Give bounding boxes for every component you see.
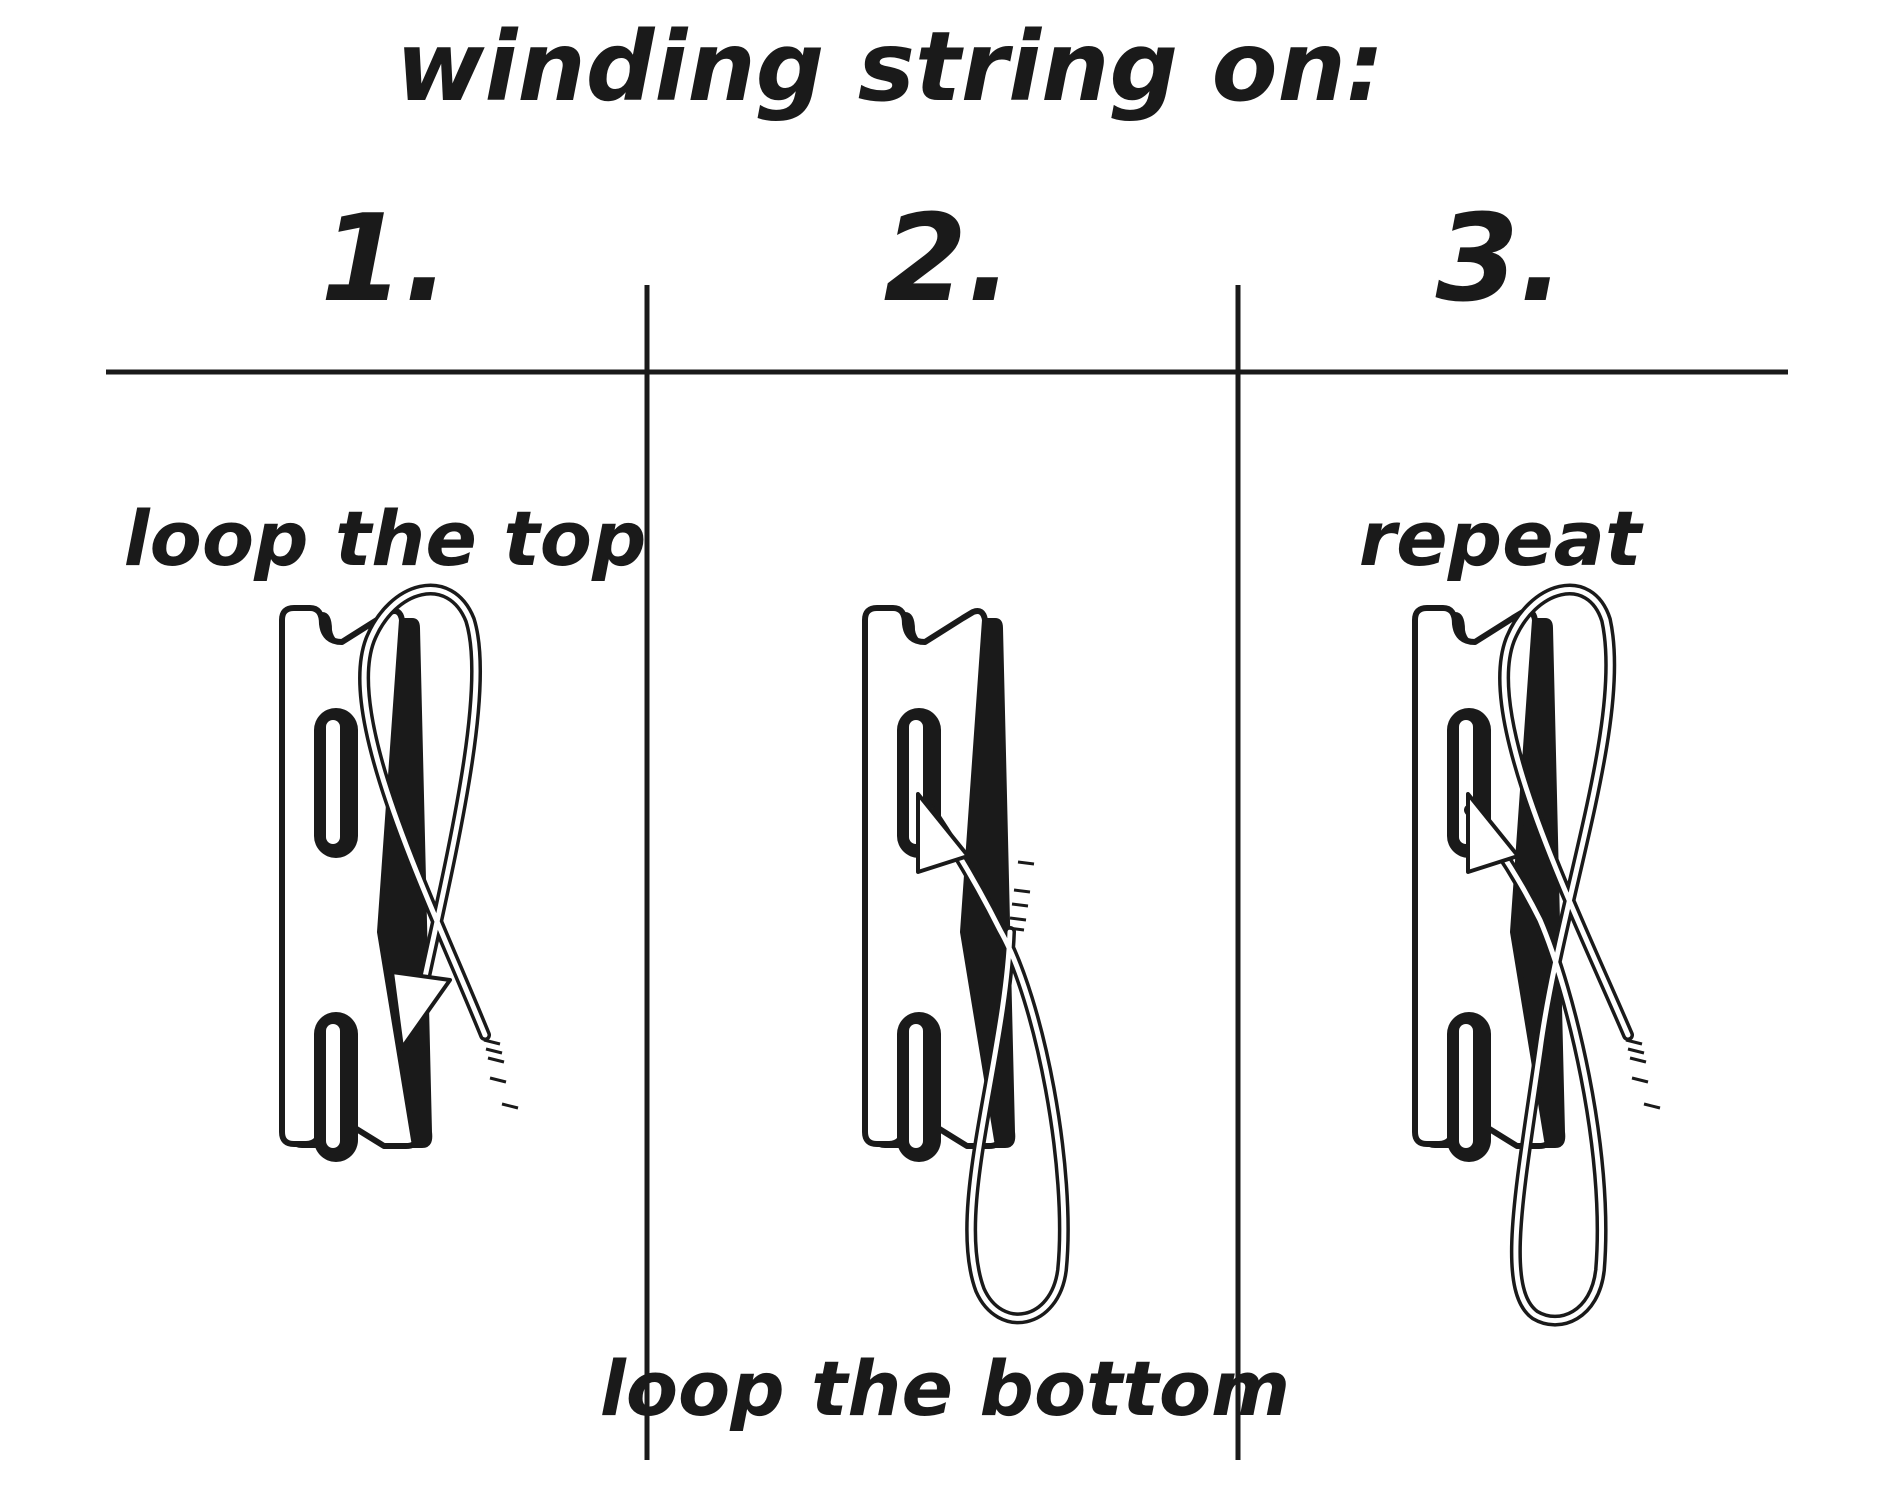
direction-arrow-3 <box>1466 792 1520 874</box>
string-1 <box>358 583 491 1041</box>
string-2 <box>924 804 1070 1325</box>
step-2-number: 2. <box>883 190 1012 329</box>
step-1-caption: loop the top <box>124 494 647 583</box>
step-3-number: 3. <box>1435 190 1564 329</box>
step-1-illustration <box>282 583 519 1162</box>
step-3-caption: repeat <box>1359 494 1644 583</box>
string-winder-1 <box>282 608 432 1162</box>
string-winder-3 <box>1415 608 1565 1162</box>
string-end-dashes-1 <box>483 1038 519 1110</box>
string-end-dashes-2 <box>1007 860 1035 932</box>
step-3-illustration <box>1415 583 1661 1327</box>
direction-arrow-2 <box>916 792 970 874</box>
step-1-number: 1. <box>320 190 449 329</box>
direction-arrow-1 <box>390 970 452 1050</box>
diagram-title: winding string on: <box>396 11 1385 123</box>
string-3 <box>1464 583 1634 1327</box>
string-end-dashes-3 <box>1625 1038 1661 1110</box>
step-2-illustration <box>865 608 1070 1325</box>
step-2-caption: loop the bottom <box>600 1344 1290 1433</box>
